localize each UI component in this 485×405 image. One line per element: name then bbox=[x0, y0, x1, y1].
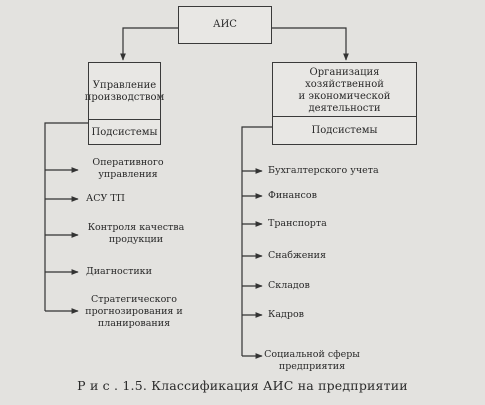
right-item-personnel: Кадров bbox=[268, 309, 305, 320]
left-item-quality-control: Контроля качества продукции bbox=[87, 222, 185, 245]
left-item-diagnostics: Диагностики bbox=[86, 266, 152, 277]
root-left-connector bbox=[120, 27, 178, 61]
right-branch-title: Организация хозяйственной и экономическо… bbox=[298, 66, 391, 114]
right-item-transport: Транспорта bbox=[268, 218, 327, 229]
left-branch-box: Управление производством Подсистемы bbox=[84, 62, 165, 145]
right-subsystems-label: Подсистемы bbox=[273, 116, 416, 144]
left-branch-title: Управление производством bbox=[84, 80, 165, 103]
left-subsystems-label: Подсистемы bbox=[89, 119, 160, 144]
root-label: АИС bbox=[213, 19, 237, 30]
root-right-connector bbox=[272, 27, 349, 61]
right-item-supply: Снабжения bbox=[268, 250, 327, 261]
root-box: АИС bbox=[178, 6, 272, 44]
right-item-finance: Финансов bbox=[268, 190, 317, 201]
left-item-asu-tp: АСУ ТП bbox=[86, 193, 125, 204]
left-item-strategic-planning: Стратегического прогнозирования и планир… bbox=[85, 294, 183, 329]
right-item-accounting: Бухгалтерского учета bbox=[268, 165, 379, 176]
left-trunk bbox=[44, 122, 120, 311]
right-branch-box: Организация хозяйственной и экономическо… bbox=[272, 62, 417, 145]
left-item-operational: Оперативного управления bbox=[92, 157, 164, 180]
right-trunk bbox=[241, 126, 290, 356]
right-item-warehouses: Складов bbox=[268, 280, 310, 291]
right-item-social-sphere: Социальной сферы предприятия bbox=[264, 349, 360, 372]
figure-caption: Р и с . 1.5. Классификация АИС на предпр… bbox=[77, 378, 408, 393]
